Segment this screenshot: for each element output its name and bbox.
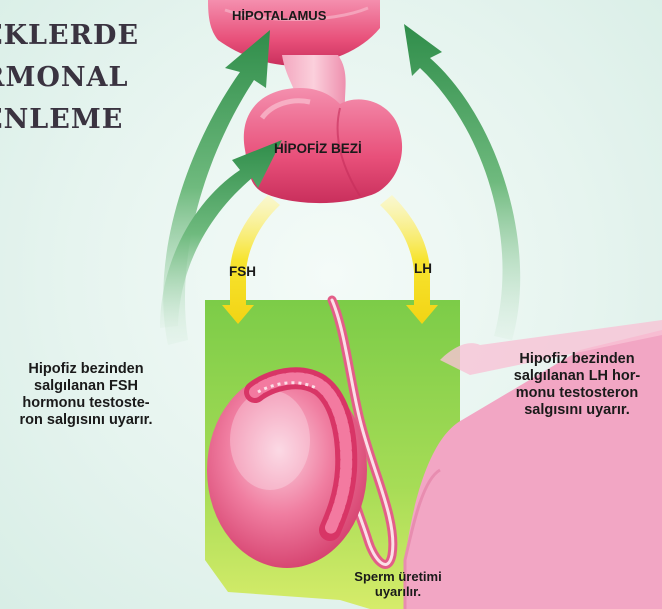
sperm-note-line-1: Sperm üretimi — [338, 569, 458, 584]
hypothalamus-label: HİPOTALAMUS — [232, 8, 326, 23]
title-line-2: RMONAL — [0, 62, 128, 93]
lh-note: Hipofiz bezinden salgılanan LH hor- monu… — [494, 351, 660, 419]
sperm-note: Sperm üretimi uyarılır. — [338, 569, 458, 599]
fsh-label: FSH — [229, 264, 256, 279]
lh-note-line-1: Hipofiz bezinden — [494, 351, 660, 368]
lh-label: LH — [414, 261, 432, 276]
fsh-note: Hipofiz bezinden salgılanan FSH hormonu … — [0, 361, 172, 429]
fsh-note-line-2: salgılanan FSH — [0, 378, 172, 395]
fsh-note-line-4: ron salgısını uyarır. — [0, 412, 172, 429]
fsh-note-line-1: Hipofiz bezinden — [0, 361, 172, 378]
fsh-note-line-3: hormonu testoste- — [0, 395, 172, 412]
lh-note-line-2: salgılanan LH hor- — [494, 368, 660, 385]
pituitary-label: HİPOFİZ BEZİ — [274, 141, 362, 156]
title-line-3: ENLEME — [0, 104, 123, 135]
lh-note-line-3: monu testosteron — [494, 385, 660, 402]
title-line-1: EKLERDE — [0, 20, 139, 51]
sperm-note-line-2: uyarılır. — [338, 584, 458, 599]
lh-note-line-4: salgısını uyarır. — [494, 402, 660, 419]
testis-shape — [207, 372, 367, 568]
pituitary-gland-shape — [244, 55, 402, 203]
